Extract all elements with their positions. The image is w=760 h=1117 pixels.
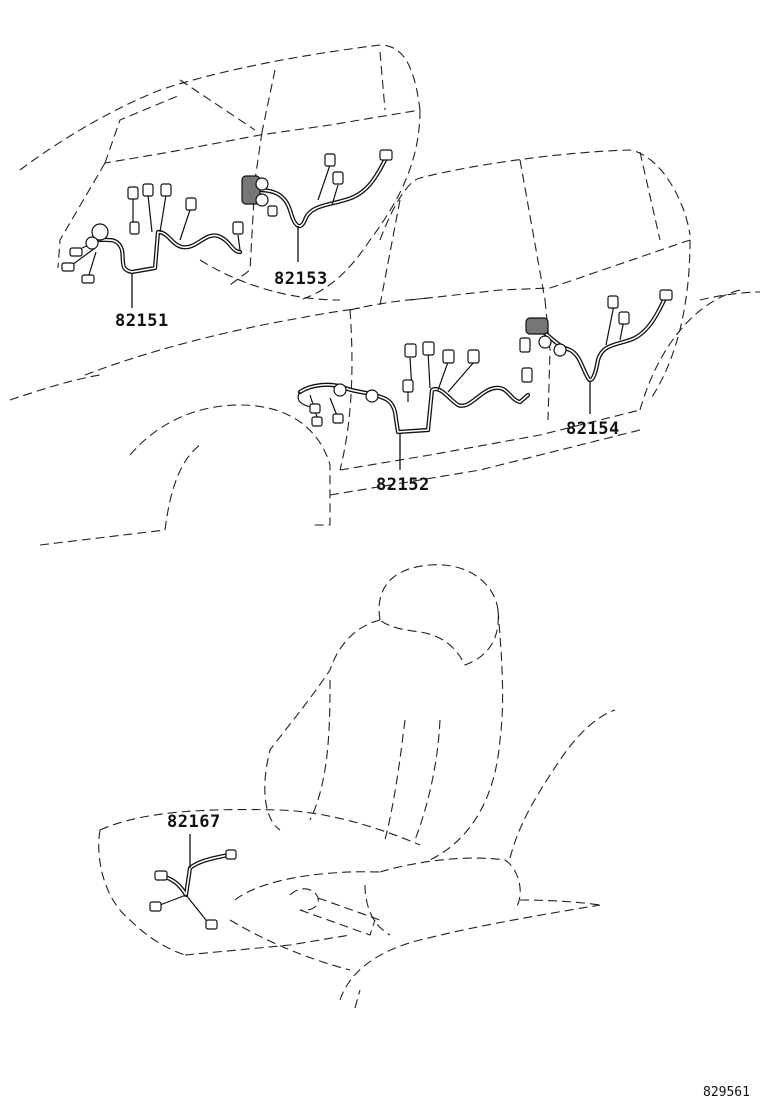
connector-icon [402, 379, 414, 393]
connector-icon [379, 149, 393, 161]
connector-icon [149, 901, 162, 912]
connector-icon [129, 221, 140, 235]
connector-icon [205, 919, 218, 930]
harness-82153 [241, 149, 393, 262]
connector-icon [61, 262, 75, 272]
harness-82151 [61, 183, 244, 308]
seat-outline [98, 564, 616, 1009]
connector-icon [442, 349, 455, 364]
grommet-icon [525, 317, 549, 335]
connector-icon [324, 153, 336, 167]
grommet-icon [255, 177, 269, 191]
connector-icon [309, 403, 321, 414]
connector-icon [659, 289, 673, 301]
harness-82167 [149, 834, 237, 930]
connector-icon [142, 183, 154, 197]
part-number-82167: 82167 [167, 812, 221, 832]
grommet-icon [365, 389, 379, 403]
connector-icon [81, 274, 95, 284]
illustration-reference-code: 829561 [703, 1085, 750, 1100]
part-number-82154: 82154 [566, 419, 620, 439]
part-number-82151: 82151 [115, 311, 169, 331]
connector-icon [267, 205, 278, 217]
connector-icon [185, 197, 197, 211]
grommet-icon [553, 343, 567, 357]
connector-icon [467, 349, 480, 364]
connector-icon [519, 337, 531, 353]
connector-icon [160, 183, 172, 197]
part-number-82152: 82152 [376, 475, 430, 495]
harness-82152 [297, 337, 533, 470]
grommet-icon [333, 383, 347, 397]
connector-icon [332, 171, 344, 185]
grommet-icon [85, 236, 99, 250]
grommet-icon [538, 335, 552, 349]
connector-icon [225, 849, 237, 860]
vehicle-body-outline [9, 44, 760, 546]
connector-icon [422, 341, 435, 356]
grommet-icon [91, 223, 109, 241]
part-number-82153: 82153 [274, 269, 328, 289]
grommet-icon [255, 193, 269, 207]
connector-icon [311, 416, 323, 427]
connector-icon [332, 413, 344, 424]
connector-icon [127, 186, 139, 200]
connector-icon [69, 247, 83, 257]
connector-icon [607, 295, 619, 309]
connector-icon [154, 870, 168, 881]
connector-icon [521, 367, 533, 383]
connector-icon [618, 311, 630, 325]
connector-icon [232, 221, 244, 235]
harness-82154 [525, 289, 673, 414]
connector-icon [404, 343, 417, 358]
